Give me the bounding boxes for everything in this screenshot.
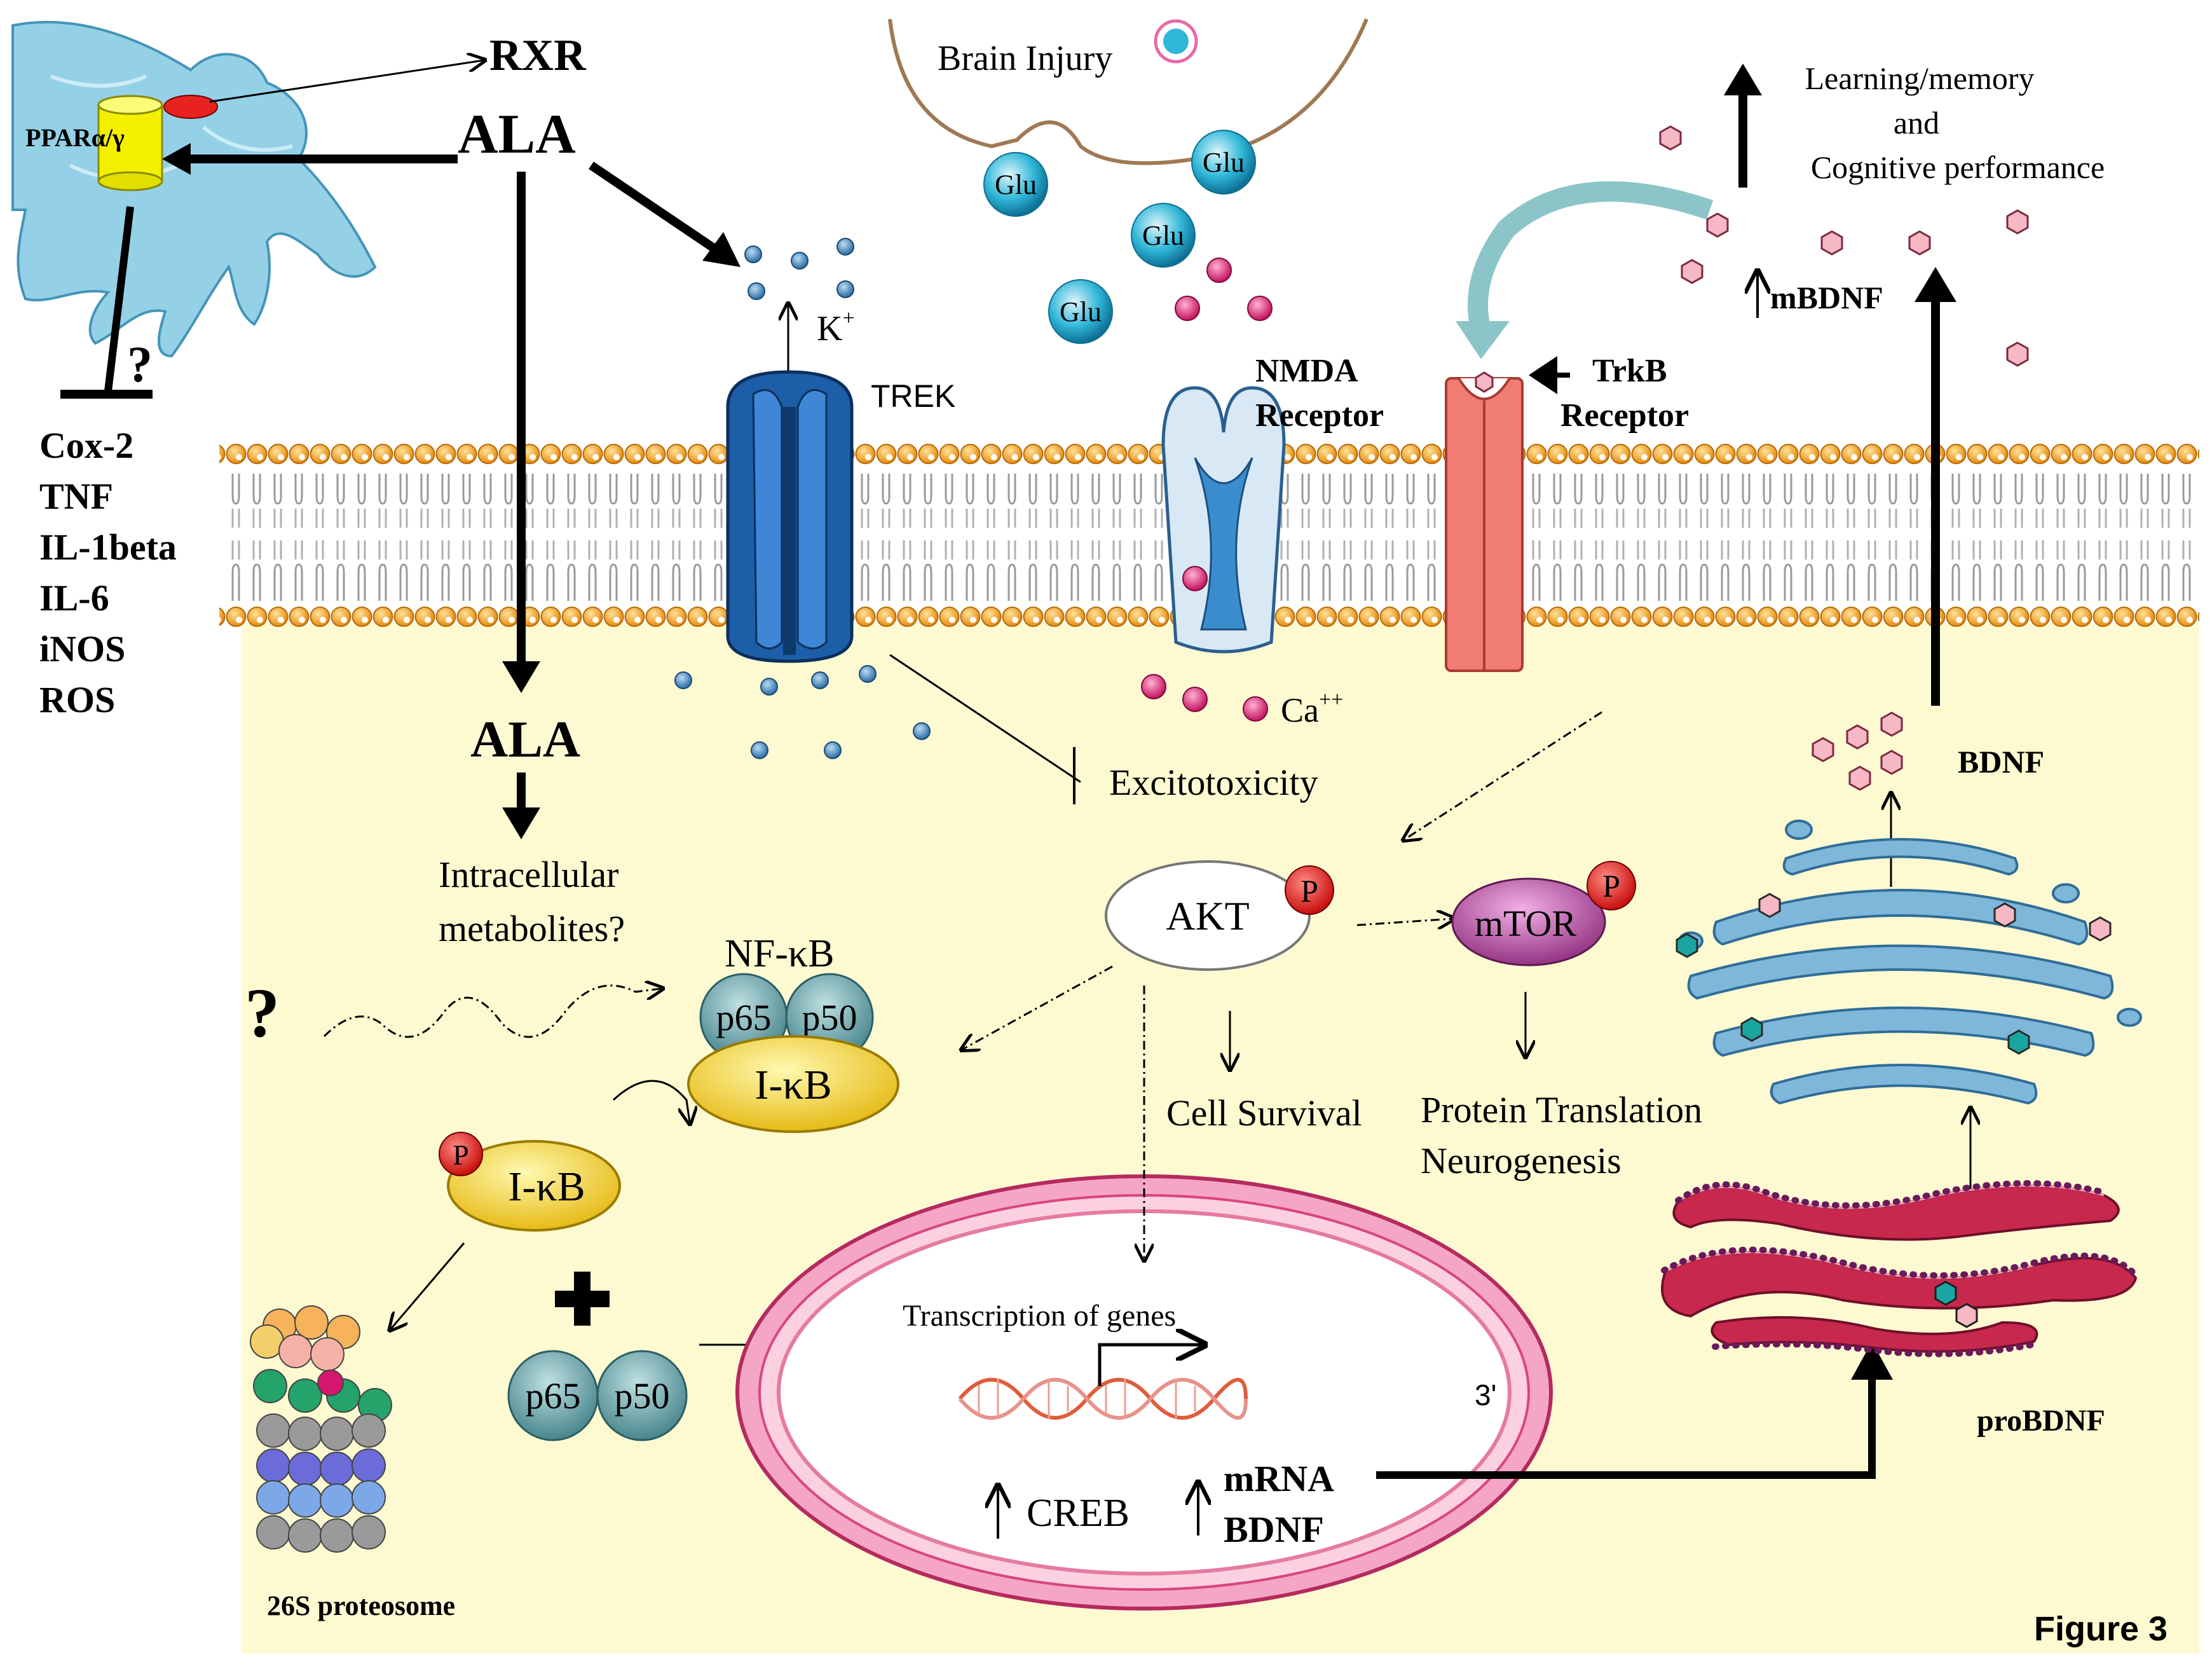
brain-injury-label: Brain Injury	[938, 39, 1112, 78]
rxr-receptor	[163, 95, 218, 119]
svg-text:P: P	[453, 1139, 469, 1171]
nmda-label-1: NMDA	[1255, 353, 1358, 389]
probdnf-label: proBDNF	[1977, 1404, 2105, 1438]
trek-label: TREK	[871, 378, 955, 414]
ppar-receptor	[97, 95, 163, 191]
creb-label: CREB	[1027, 1492, 1130, 1535]
plus-icon	[555, 1272, 610, 1326]
svg-text:p50: p50	[615, 1375, 670, 1417]
free-nfkb-dimer: p65 p50	[507, 1350, 688, 1441]
cognitive-performance-label: Cognitive performance	[1811, 149, 2105, 185]
ala-label-top: ALA	[458, 104, 576, 165]
ppar-label: PPARα/γ	[25, 123, 125, 152]
golgi-apparatus	[1678, 820, 2142, 1105]
question-mid: ?	[245, 974, 280, 1052]
bdnf-binding-arrow	[1468, 181, 1714, 333]
excitotoxicity-label: Excitotoxicity	[1109, 762, 1318, 803]
dna-helix-icon	[958, 1378, 1248, 1420]
protein-translation-label: Protein Translation	[1421, 1089, 1702, 1130]
nmda-receptor	[1161, 386, 1286, 654]
mrna-bdnf-label: BDNF	[1224, 1509, 1324, 1550]
potassium-ions-outside	[744, 238, 854, 300]
inflammatory-markers: Cox-2 TNF IL-1beta IL-6 iNOS ROS	[39, 425, 177, 720]
svg-text:Glu: Glu	[995, 169, 1037, 200]
trek-channel	[726, 370, 854, 663]
astrocyte-cell	[11, 20, 377, 358]
nfkb-label: NF-κB	[725, 932, 835, 975]
ala-label-inside: ALA	[470, 710, 580, 768]
svg-text:Cox-2: Cox-2	[39, 425, 133, 466]
injured-neuron	[888, 18, 1369, 165]
mrna-label: mRNA	[1224, 1458, 1334, 1499]
proteasome-26s	[250, 1305, 392, 1553]
mature-bdnf-molecules	[1659, 125, 2029, 367]
potassium-ions-inside	[674, 665, 931, 759]
bdnf-label: BDNF	[1958, 744, 2044, 780]
calcium-ions-outside	[1175, 258, 1273, 321]
metabolites-label-1: Intracellular	[439, 854, 618, 895]
svg-text:Glu: Glu	[1142, 220, 1184, 251]
svg-text:Glu: Glu	[1060, 296, 1102, 327]
dna-rungs	[978, 1378, 1196, 1419]
svg-text:ROS: ROS	[39, 679, 115, 720]
figure-label: Figure 3	[2034, 1610, 2168, 1648]
svg-text:TNF: TNF	[39, 476, 113, 517]
learning-memory-label: Learning/memory	[1805, 60, 2035, 96]
endoplasmic-reticulum	[1661, 1180, 2140, 1357]
nucleus	[735, 1174, 1553, 1611]
trkb-receptor	[1445, 371, 1524, 672]
glutamate-molecules: Glu Glu Glu Glu	[983, 130, 1256, 344]
rxr-label: RXR	[489, 31, 587, 80]
golgi-cargo	[1676, 893, 2112, 1055]
proteosome-label: 26S proteosome	[267, 1590, 455, 1621]
nmda-label-2: Receptor	[1255, 397, 1384, 434]
k-ion-label: K+	[817, 306, 855, 348]
svg-text:IL-6: IL-6	[39, 577, 109, 619]
transcription-label: Transcription of genes	[903, 1299, 1176, 1333]
svg-text:P: P	[1602, 868, 1620, 903]
calcium-label: Ca++	[1281, 688, 1343, 729]
svg-text:I-κB: I-κB	[754, 1062, 831, 1108]
calcium-ions-inside	[1141, 674, 1268, 722]
svg-text:AKT: AKT	[1166, 893, 1250, 938]
vesicle-icon	[1154, 19, 1198, 64]
phospho-ikb: I-κB P	[439, 1132, 621, 1232]
bdnf-vesicle-molecules	[1812, 711, 1903, 791]
akt-kinase: AKT P	[1105, 860, 1334, 971]
nfkb-complex: p65 p50 I-κB	[687, 973, 899, 1133]
trkb-label-1: TrkB	[1592, 353, 1667, 389]
svg-text:IL-1beta: IL-1beta	[39, 526, 177, 568]
three-prime-label: 3'	[1475, 1378, 1496, 1411]
svg-text:Glu: Glu	[1203, 147, 1245, 178]
trkb-label-2: Receptor	[1560, 397, 1689, 434]
svg-text:P: P	[1301, 873, 1318, 909]
learning-and-label: and	[1894, 105, 1939, 141]
svg-text:I-κB: I-κB	[508, 1164, 585, 1210]
svg-text:mTOR: mTOR	[1475, 903, 1576, 944]
svg-text:iNOS: iNOS	[39, 628, 125, 670]
metabolites-label-2: metabolites?	[439, 908, 625, 949]
cell-survival-label: Cell Survival	[1166, 1092, 1362, 1134]
svg-text:p50: p50	[802, 997, 857, 1038]
svg-text:p65: p65	[526, 1375, 581, 1417]
svg-text:p65: p65	[716, 997, 772, 1038]
mbdnf-label: mBDNF	[1770, 280, 1883, 315]
neurogenesis-label: Neurogenesis	[1421, 1140, 1621, 1181]
mtor-kinase: mTOR P	[1451, 861, 1636, 966]
question-top: ?	[127, 337, 153, 393]
